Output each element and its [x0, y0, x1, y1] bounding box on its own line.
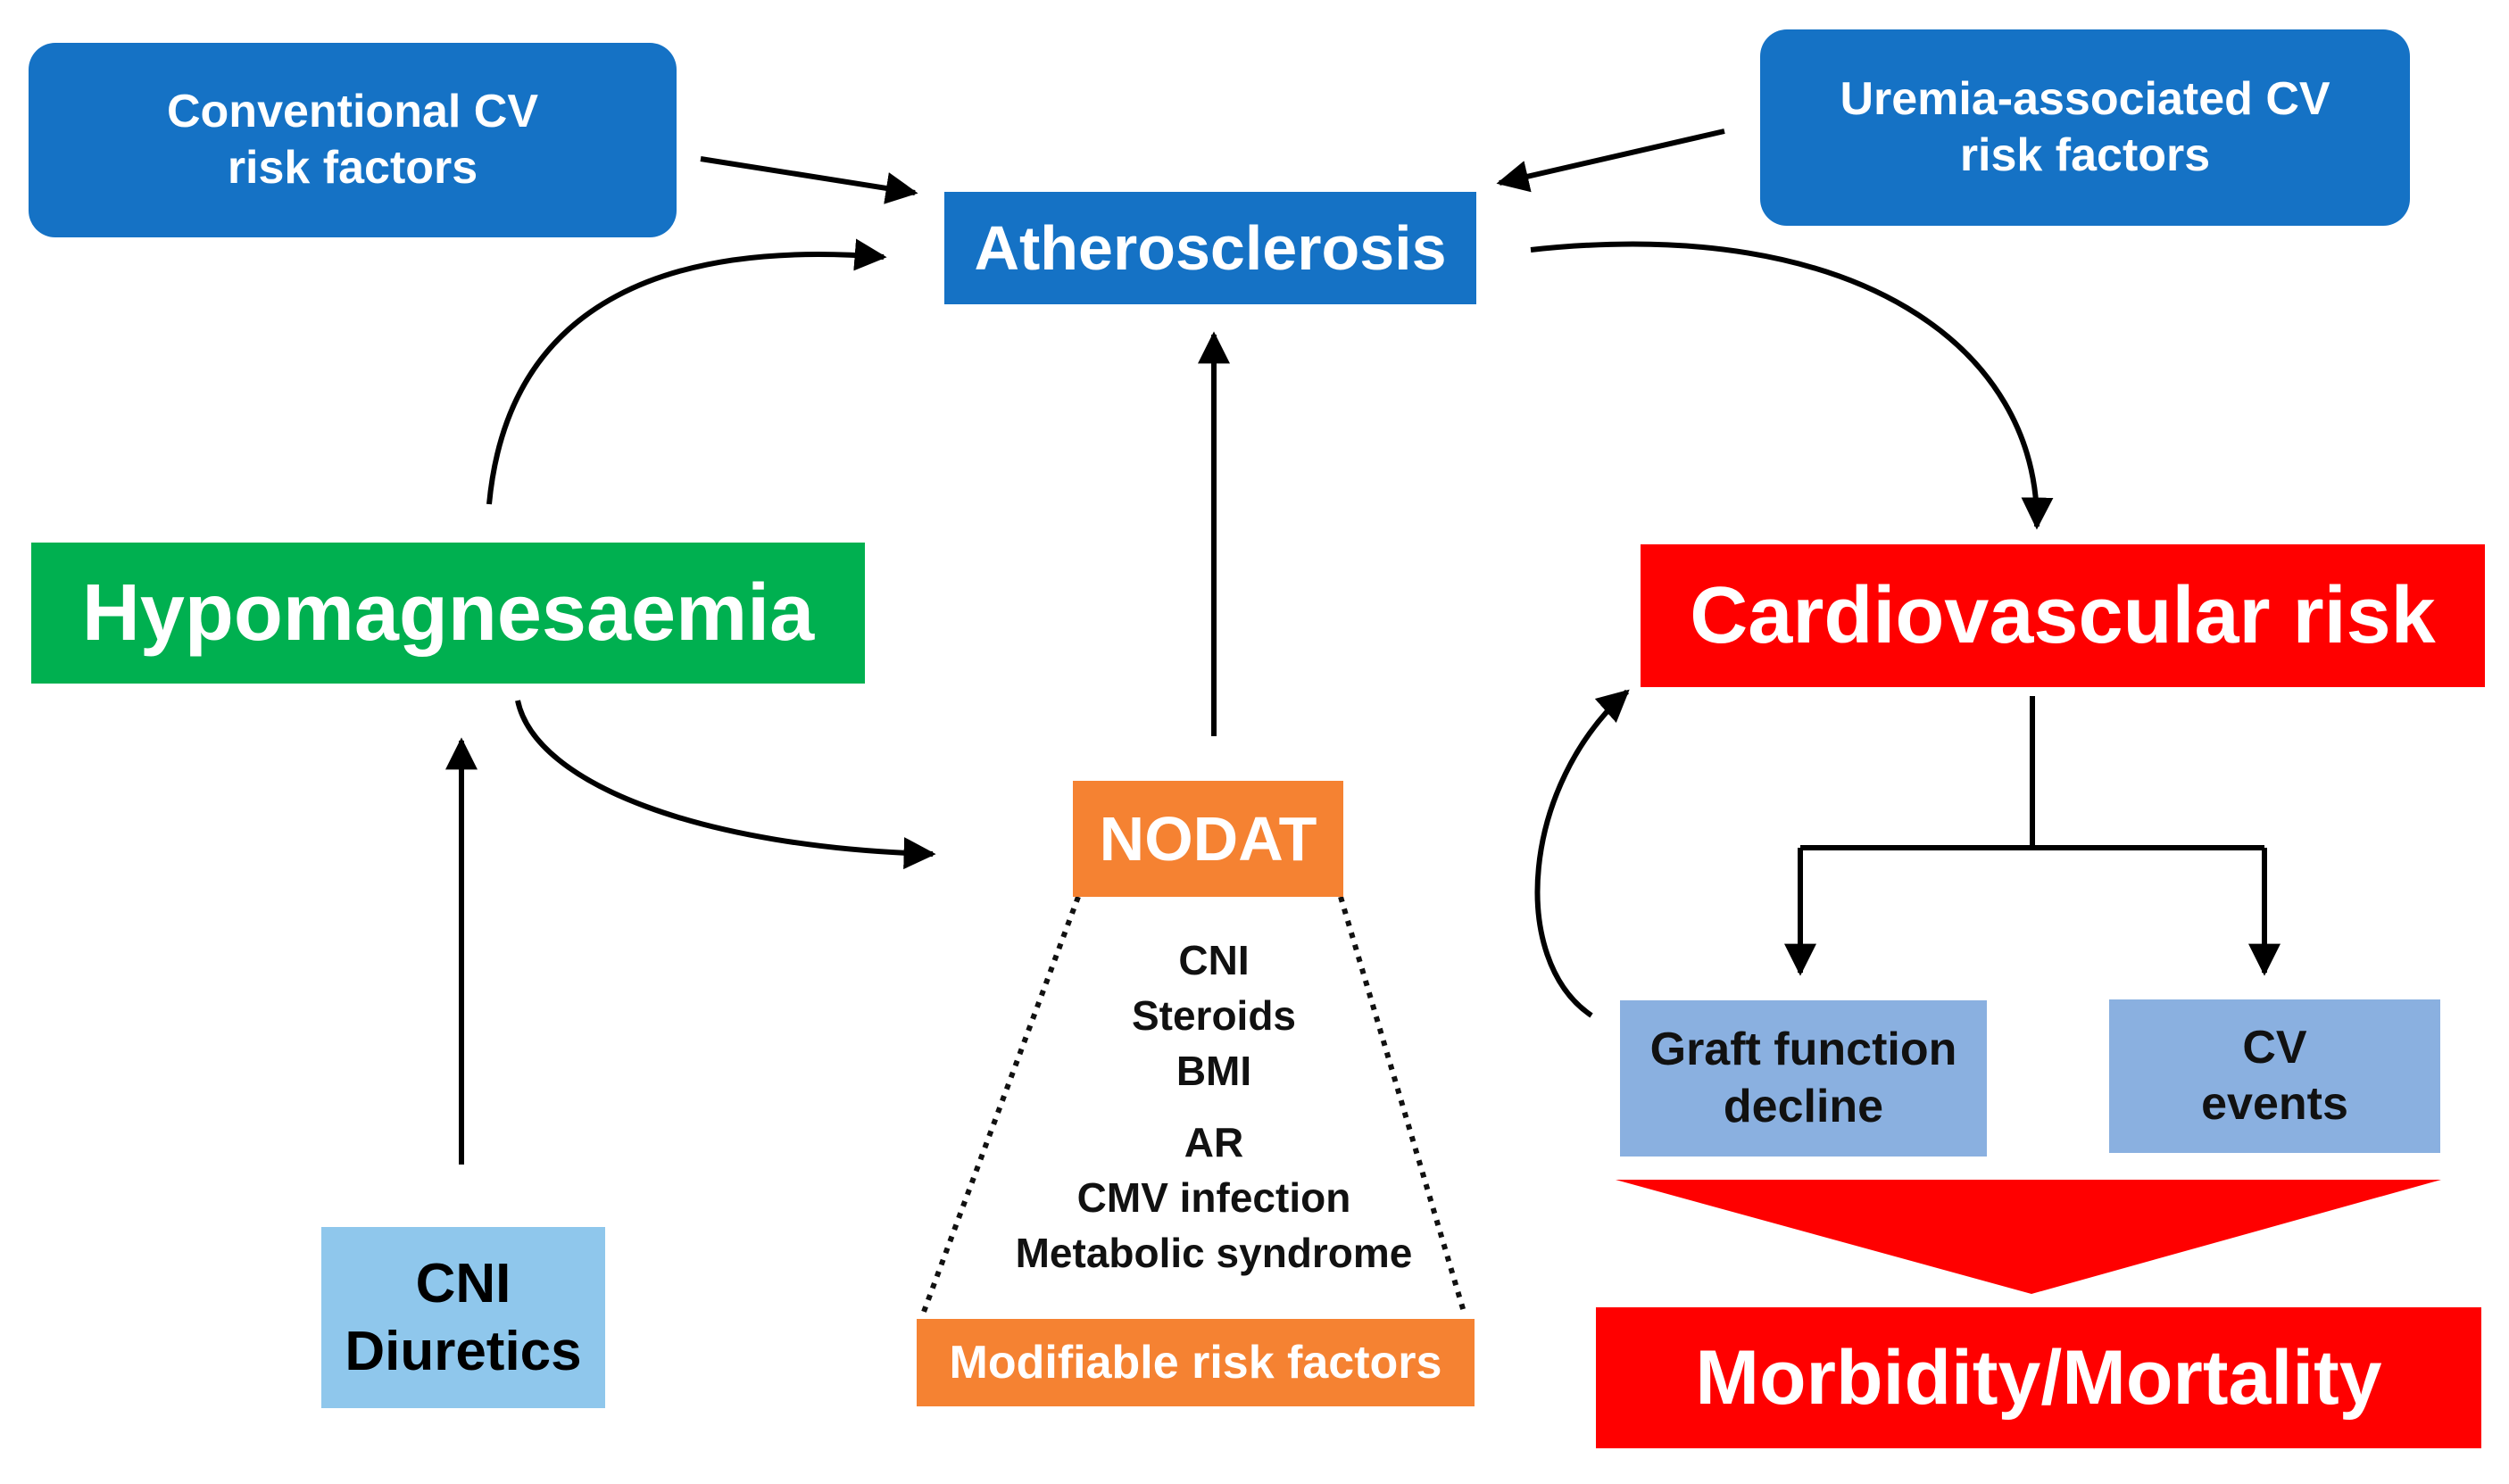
modifiable-risk-factors-label: Modifiable risk factors: [949, 1337, 1442, 1389]
atherosclerosis-label: Atherosclerosis: [974, 213, 1447, 283]
cv-events-line-1: CV: [2242, 1021, 2307, 1074]
cardiovascular-risk-label: Cardiovascular risk: [1690, 570, 2436, 660]
arrow-graft-to-cardiovascular-risk: [1534, 689, 1630, 1018]
cv-events-line-2: events: [2201, 1078, 2348, 1130]
arrow-conventional-to-atherosclerosis: [700, 156, 918, 204]
cv-events-box: CV events: [2109, 999, 2440, 1153]
cni-diuretics-line-2: Diuretics: [345, 1320, 582, 1382]
cni-diuretics-box: CNI Diuretics: [321, 1227, 605, 1408]
nodat-factor: BMI: [1176, 1048, 1252, 1094]
modifiable-risk-factors-box: Modifiable risk factors: [917, 1319, 1475, 1406]
nodat-box: NODAT: [1073, 781, 1343, 897]
nodat-label: NODAT: [1099, 804, 1317, 874]
uremia-cv-risk-factors-box: Uremia-associated CV risk factors: [1760, 29, 2410, 226]
atherosclerosis-box: Atherosclerosis: [944, 192, 1476, 304]
arrow-atherosclerosis-to-cardiovascular-risk: [1530, 241, 2054, 530]
nodat-factor: CMV infection: [1076, 1174, 1351, 1221]
nodat-factor: Metabolic syndrome: [1015, 1230, 1413, 1276]
uremia-line-2: risk factors: [1959, 129, 2211, 181]
outcome-triangle: [1616, 1180, 2441, 1294]
graft-line-2: decline: [1723, 1080, 1884, 1132]
nodat-factor: Steroids: [1131, 992, 1297, 1039]
graft-line-1: Graft function: [1649, 1024, 1957, 1076]
arrow-uremia-to-atherosclerosis: [1496, 129, 1725, 193]
arrow-hypomagnesaemia-to-atherosclerosis: [486, 238, 887, 505]
uremia-line-1: Uremia-associated CV: [1840, 72, 2330, 125]
morbidity-mortality-box: Morbidity/Mortality: [1596, 1307, 2481, 1448]
nodat-factor: AR: [1184, 1119, 1244, 1165]
arrow-hypomagnesaemia-to-nodat: [515, 700, 936, 870]
cni-diuretics-line-1: CNI: [415, 1252, 511, 1314]
conventional-cv-risk-factors-box: Conventional CV risk factors: [29, 43, 677, 237]
conventional-line-2: risk factors: [227, 142, 478, 194]
cardiovascular-risk-box: Cardiovascular risk: [1641, 544, 2485, 687]
nodat-factor-list: CNI Steroids BMI AR CMV infection Metabo…: [964, 933, 1464, 1281]
graft-function-decline-box: Graft function decline: [1620, 1000, 1987, 1157]
hypomagnesaemia-label: Hypomagnesaemia: [81, 568, 815, 658]
morbidity-mortality-label: Morbidity/Mortality: [1695, 1334, 2382, 1421]
hypomagnesaemia-box: Hypomagnesaemia: [31, 543, 865, 684]
nodat-factor: CNI: [1178, 937, 1250, 983]
conventional-line-1: Conventional CV: [166, 85, 539, 137]
nodat-trapezoid-right-edge: [1338, 896, 1466, 1313]
